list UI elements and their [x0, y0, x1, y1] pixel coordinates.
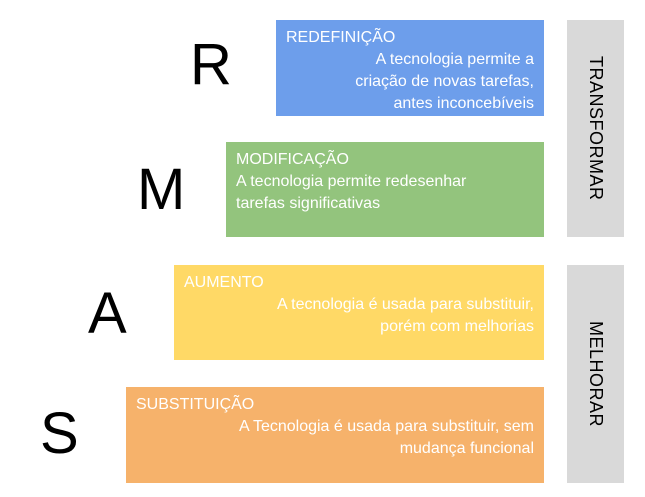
letter-m: M [137, 157, 186, 222]
letter-r: R [190, 32, 232, 97]
desc-substituicao: A Tecnologia é usada para substituir, se… [239, 418, 534, 457]
box-redefinicao: REDEFINIÇÃO A tecnologia permite a criaç… [276, 20, 544, 116]
side-melhorar: MELHORAR [567, 265, 624, 483]
letter-a: A [88, 281, 127, 346]
title-substituicao: SUBSTITUIÇÃO [136, 396, 255, 413]
desc-aumento: A tecnologia é usada para substituir, po… [276, 296, 534, 335]
title-modificacao: MODIFICAÇÃO [236, 151, 349, 168]
label-transformar: TRANSFORMAR [586, 56, 606, 201]
label-melhorar: MELHORAR [586, 320, 606, 427]
letter-s: S [40, 401, 79, 466]
box-modificacao: MODIFICAÇÃO A tecnologia permite redesen… [226, 142, 544, 237]
box-substituicao: SUBSTITUIÇÃO A Tecnologia é usada para s… [126, 387, 544, 483]
title-aumento: AUMENTO [184, 274, 264, 291]
desc-modificacao: A tecnologia permite redesenhar tarefas … [236, 173, 467, 212]
box-aumento: AUMENTO A tecnologia é usada para substi… [174, 265, 544, 360]
title-redefinicao: REDEFINIÇÃO [286, 29, 396, 46]
side-transformar: TRANSFORMAR [567, 20, 624, 237]
desc-redefinicao: A tecnologia permite a criação de novas … [355, 51, 534, 112]
